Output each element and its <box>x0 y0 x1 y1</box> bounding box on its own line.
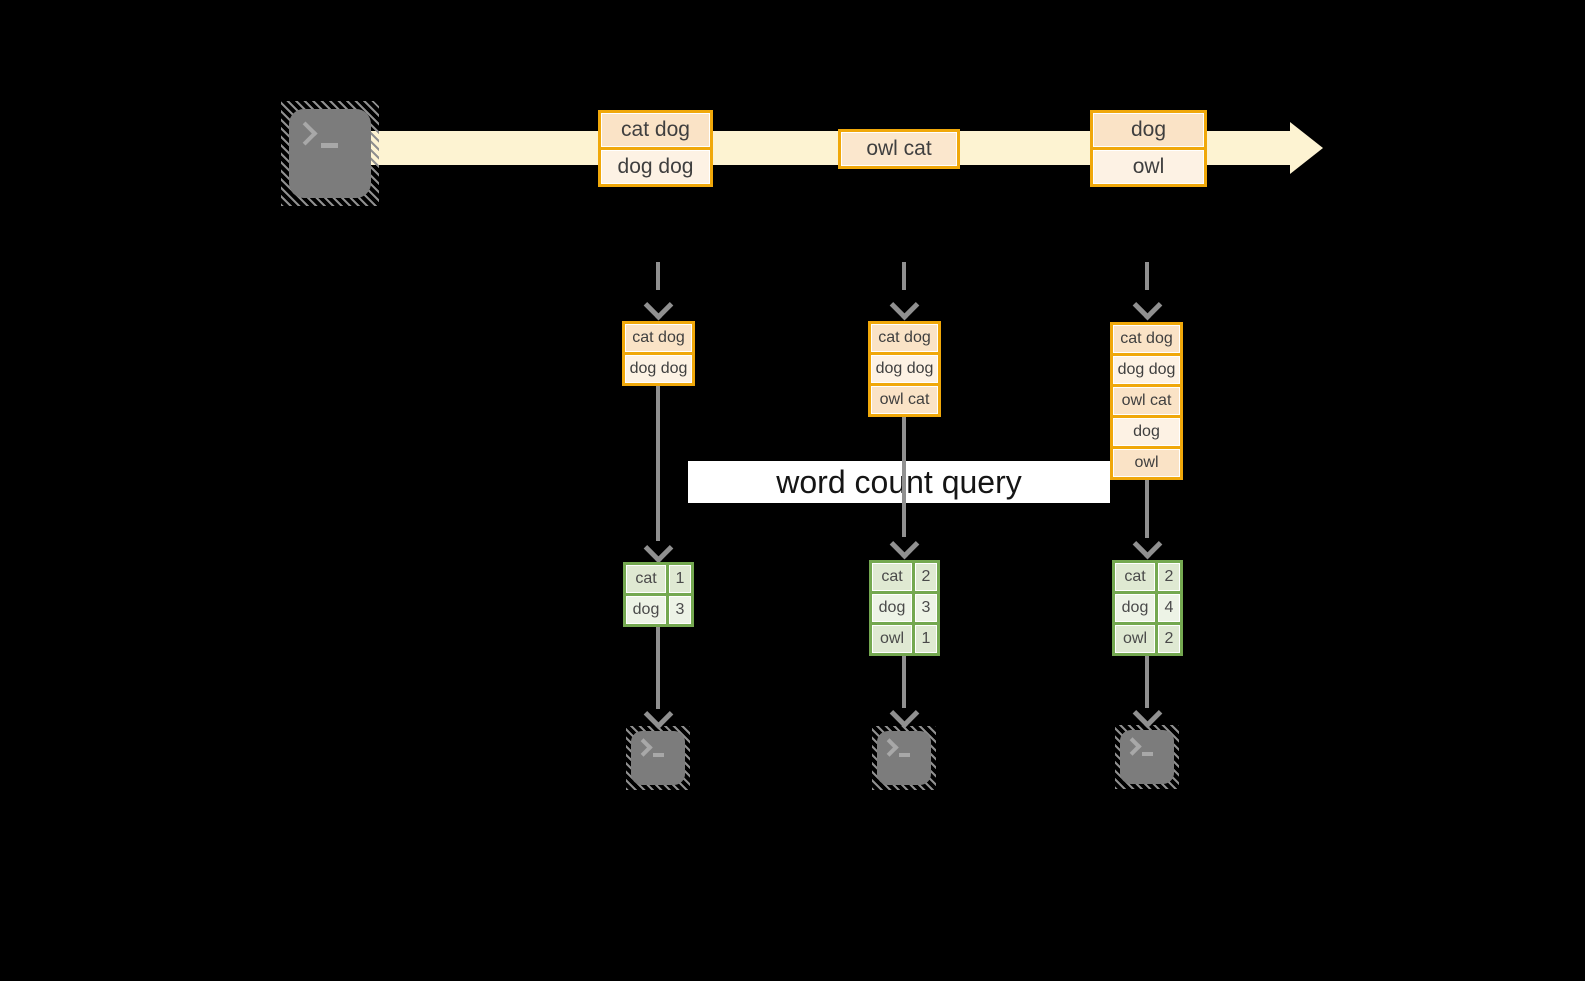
count-word: cat <box>626 565 666 593</box>
dashed-arrow-head-icon <box>1132 290 1163 321</box>
input-buffer-3: cat dog dog dog owl cat dog owl <box>1110 322 1183 480</box>
arrow-head-icon <box>1132 698 1163 729</box>
input-buffer-2: cat dog dog dog owl cat <box>868 321 941 417</box>
arrow-line <box>1145 480 1149 538</box>
count-word: cat <box>1115 563 1155 591</box>
terminal-screen <box>877 731 931 785</box>
count-value: 1 <box>669 565 691 593</box>
count-value: 2 <box>1158 625 1180 653</box>
dashed-arrow-line <box>1145 262 1149 298</box>
count-word: owl <box>1115 625 1155 653</box>
count-word: dog <box>872 594 912 622</box>
terminal-screen <box>289 109 371 198</box>
arrow-head-icon <box>643 699 674 730</box>
stream-event-batch-2: owl cat <box>838 129 960 169</box>
prompt-chevron-icon <box>293 121 318 146</box>
arrow-head-icon <box>643 533 674 564</box>
buffer-line: dog dog <box>1113 356 1180 384</box>
prompt-chevron-icon <box>634 738 653 757</box>
count-value: 4 <box>1158 594 1180 622</box>
buffer-line: owl cat <box>871 386 938 414</box>
arrow-head-icon <box>1132 529 1163 560</box>
terminal-screen <box>1120 730 1174 784</box>
prompt-cursor-icon <box>653 753 664 757</box>
buffer-line: cat dog <box>1113 325 1180 353</box>
count-word: cat <box>872 563 912 591</box>
arrow-head-icon <box>889 529 920 560</box>
prompt-cursor-icon <box>321 143 338 148</box>
query-label: word count query <box>688 461 1110 503</box>
count-word: dog <box>626 596 666 624</box>
prompt-chevron-icon <box>880 738 899 757</box>
count-value: 3 <box>915 594 937 622</box>
sink-terminal-icon-1 <box>626 726 690 790</box>
event-line: dog <box>1093 113 1204 147</box>
dashed-arrow-head-icon <box>643 290 674 321</box>
buffer-line: cat dog <box>871 324 938 352</box>
stream-source-terminal-icon <box>281 101 379 206</box>
dashed-arrow-head-icon <box>889 290 920 321</box>
event-line: owl cat <box>841 132 957 166</box>
count-value: 3 <box>669 596 691 624</box>
count-value: 2 <box>915 563 937 591</box>
stream-event-batch-1: cat dog dog dog <box>598 110 713 187</box>
sink-terminal-icon-3 <box>1115 725 1179 789</box>
input-buffer-1: cat dog dog dog <box>622 321 695 386</box>
arrow-line <box>902 656 906 708</box>
arrow-line <box>656 627 660 709</box>
event-line: dog dog <box>601 150 710 184</box>
arrow-head-icon <box>889 698 920 729</box>
count-word: owl <box>872 625 912 653</box>
buffer-line: owl <box>1113 449 1180 477</box>
stream-event-batch-3: dog owl <box>1090 110 1207 187</box>
buffer-line: dog dog <box>871 355 938 383</box>
dashed-arrow-line <box>902 262 906 298</box>
count-word: dog <box>1115 594 1155 622</box>
arrow-line <box>656 386 660 541</box>
count-value: 2 <box>1158 563 1180 591</box>
stream-timeline-arrowhead-icon <box>1290 122 1323 174</box>
count-table-2: cat 2 dog 3 owl 1 <box>869 560 940 656</box>
buffer-line: cat dog <box>625 324 692 352</box>
arrow-line <box>1145 656 1149 708</box>
buffer-line: dog dog <box>625 355 692 383</box>
prompt-chevron-icon <box>1123 737 1142 756</box>
count-value: 1 <box>915 625 937 653</box>
count-table-3: cat 2 dog 4 owl 2 <box>1112 560 1183 656</box>
count-table-1: cat 1 dog 3 <box>623 562 694 627</box>
event-line: owl <box>1093 150 1204 184</box>
buffer-line: owl cat <box>1113 387 1180 415</box>
event-line: cat dog <box>601 113 710 147</box>
prompt-cursor-icon <box>899 753 910 757</box>
terminal-screen <box>631 731 685 785</box>
sink-terminal-icon-2 <box>872 726 936 790</box>
arrow-line <box>902 417 906 537</box>
prompt-cursor-icon <box>1142 752 1153 756</box>
dashed-arrow-line <box>656 262 660 298</box>
buffer-line: dog <box>1113 418 1180 446</box>
